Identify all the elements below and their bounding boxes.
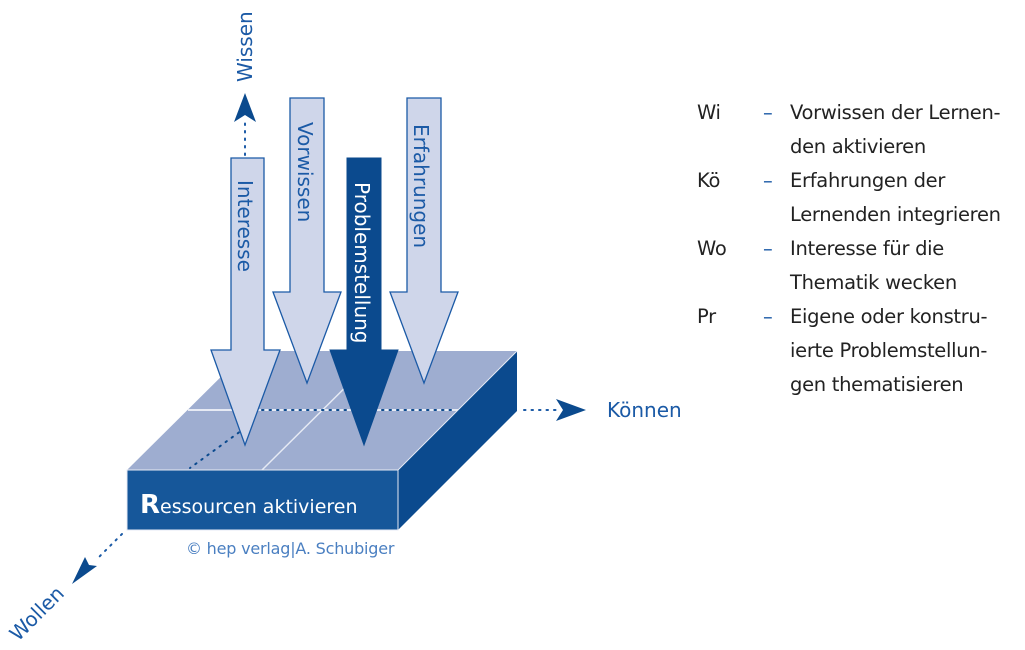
legend-text: Eigene oder konstru- ierte Problemstellu… [790,305,988,396]
koennen-arrowhead-icon [556,399,586,421]
arrow-vorwissen-shape [272,97,342,385]
wollen-axis: Wollen [5,533,123,646]
legend-item-wo: Wo – Interesse für die Thematik wecken [697,232,1025,300]
arrow-interesse: Interesse [210,157,281,447]
legend-key: Kö [697,169,721,192]
legend-key: Pr [697,305,716,328]
legend-text: Interesse für die Thematik wecken [790,237,957,294]
koennen-label: Können [607,398,682,422]
legend-item-wi: Wi – Vorwissen der Lernen- den aktiviere… [697,96,1025,164]
copyright-notice: © hep verlag|A. Schubiger [186,539,395,558]
wissen-axis: Wissen [233,11,257,156]
arrow-erfahrungen-shape [389,97,459,385]
block-front-face [126,469,399,531]
block-edge [397,350,518,471]
wollen-label: Wollen [5,581,69,645]
arrow-erfahrungen: Erfahrungen [389,97,459,385]
legend-item-koe: Kö – Erfahrungen der Lernenden integrier… [697,164,1025,232]
arrow-interesse-shape [210,157,281,447]
wissen-arrowhead-icon [234,93,256,122]
legend-dash: – [763,305,773,328]
arrow-vorwissen-label: Vorwissen [293,122,317,222]
arrow-problemstellung: Problemstellung [329,157,399,447]
legend: Wi – Vorwissen der Lernen- den aktiviere… [697,96,1025,402]
koennen-axis: Können [523,398,682,422]
resource-block: Ressourcen aktivieren [126,350,518,531]
block-right-face [398,351,517,530]
legend-text: Erfahrungen der Lernenden integrieren [790,169,1001,226]
legend-dash: – [763,169,773,192]
legend-dash: – [763,101,773,124]
arrow-vorwissen: Vorwissen [272,97,342,385]
wollen-arrowhead-icon [72,557,97,584]
wollen-dotted-line [97,533,123,559]
legend-dash: – [763,237,773,260]
legend-item-pr: Pr – Eigene oder konstru- ierte Problems… [697,300,1025,402]
legend-text: Vorwissen der Lernen- den aktivieren [790,101,1001,158]
arrow-problemstellung-shape [329,157,399,447]
arrow-erfahrungen-label: Erfahrungen [409,124,433,248]
wissen-label: Wissen [233,11,257,82]
legend-key: Wi [697,101,721,124]
arrow-problemstellung-label: Problemstellung [350,182,374,344]
arrow-interesse-label: Interesse [233,180,257,272]
block-label: Ressourcen aktivieren [140,490,358,520]
legend-key: Wo [697,237,727,260]
